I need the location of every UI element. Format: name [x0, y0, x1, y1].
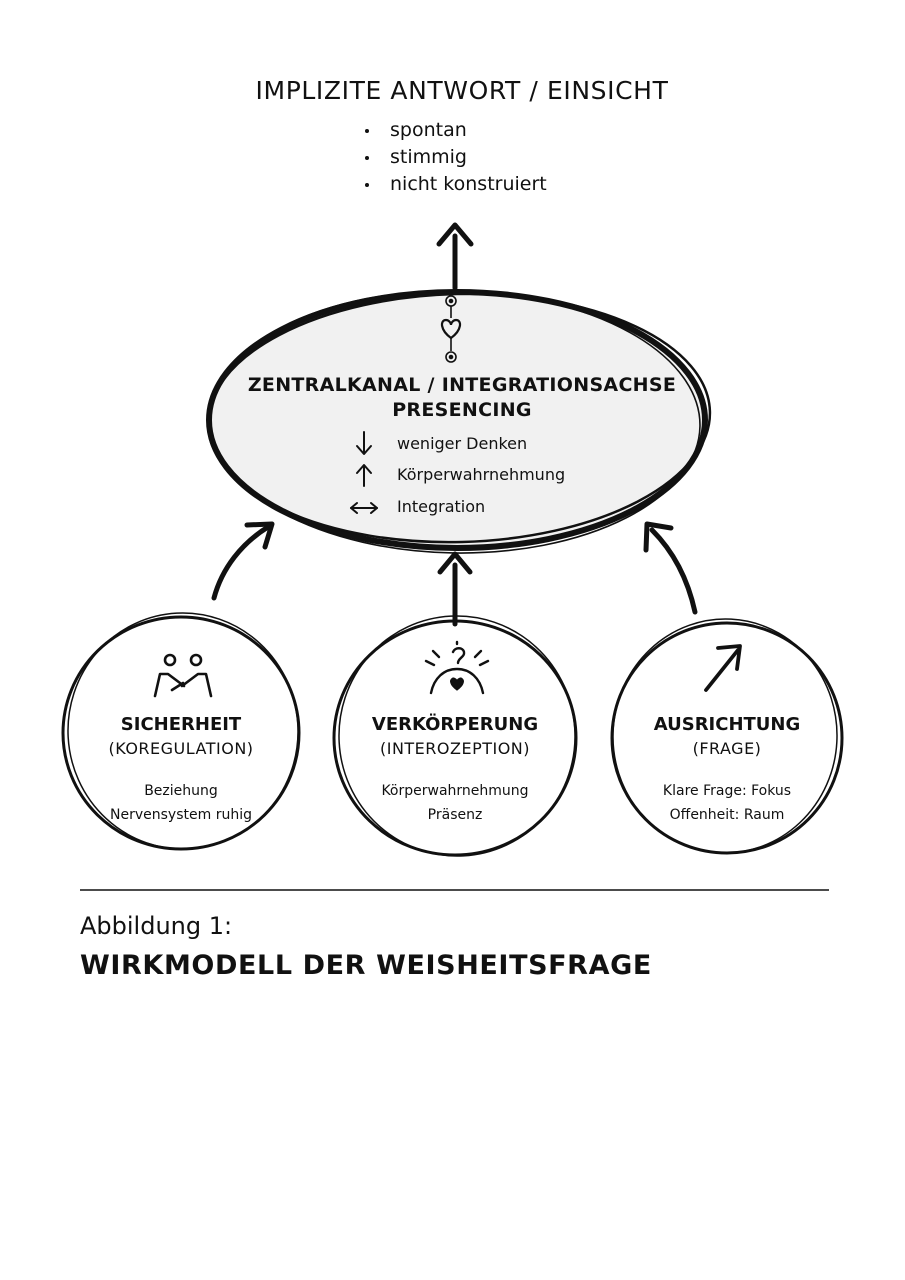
circle-description-line: Nervensystem ruhig [110, 807, 252, 823]
arrow-up-icon [356, 464, 372, 487]
circle-description-line: Präsenz [427, 807, 483, 823]
arrow-verkoerperung-to-oval [437, 551, 473, 627]
central-item-label: weniger Denken [397, 434, 528, 453]
circle-description-line: Beziehung [144, 783, 218, 799]
circle-description-sicherheit: Beziehung Nervensystem ruhig [110, 779, 252, 827]
circle-description-line: Klare Frage: Fokus [662, 783, 792, 799]
answer-bullet: spontan [364, 117, 547, 144]
circle-title-ausrichtung: AUSRICHTUNG [653, 714, 801, 735]
arrow-up-to-answer [436, 222, 474, 291]
central-title: ZENTRALKANAL / INTEGRATIONSACHSE PRESENC… [248, 373, 676, 423]
caption-title: WIRKMODELL DER WEISHEITSFRAGE [80, 950, 652, 981]
circle-description-line: Körperwahrnehmung [381, 783, 529, 799]
person-heart-radiating-icon [424, 640, 490, 695]
diagonal-arrow-up-right-icon [704, 644, 742, 692]
circle-description-verkoerperung: Körperwahrnehmung Präsenz [381, 779, 528, 827]
central-title-line2: PRESENCING [392, 399, 532, 421]
circle-title-sicherheit: SICHERHEIT [120, 714, 242, 735]
circle-title-verkoerperung: VERKÖRPERUNG [371, 714, 539, 735]
answer-title: IMPLIZITE ANTWORT / EINSICHT [255, 76, 669, 105]
circle-description-ausrichtung: Klare Frage: Fokus Offenheit: Raum [663, 779, 791, 827]
integration-axis-icon [440, 295, 462, 363]
arrow-down-icon [356, 431, 372, 455]
circle-sicherheit [61, 612, 301, 851]
answer-bullet-list: spontan stimmig nicht konstruiert [364, 117, 547, 198]
caption-label: Abbildung 1: [80, 912, 233, 940]
circle-subtitle-verkoerperung: (INTEROZEPTION) [379, 739, 531, 758]
circle-description-line: Offenheit: Raum [669, 807, 785, 823]
central-title-line1: ZENTRALKANAL / INTEGRATIONSACHSE [247, 374, 677, 396]
central-item-label: Körperwahrnehmung [397, 465, 566, 484]
circle-subtitle-sicherheit: (KOREGULATION) [108, 739, 254, 758]
arrow-sicherheit-to-oval [211, 521, 275, 601]
arrow-left-right-icon [350, 502, 378, 514]
arrow-ausrichtung-to-oval [643, 521, 698, 615]
two-people-holding-hands-icon [153, 653, 213, 698]
circle-verkoerperung [332, 615, 578, 857]
circle-subtitle-ausrichtung: (FRAGE) [692, 739, 762, 758]
central-item-label: Integration [397, 497, 486, 516]
answer-bullet: nicht konstruiert [364, 171, 547, 198]
circle-ausrichtung [610, 618, 844, 855]
answer-bullet: stimmig [364, 144, 547, 171]
